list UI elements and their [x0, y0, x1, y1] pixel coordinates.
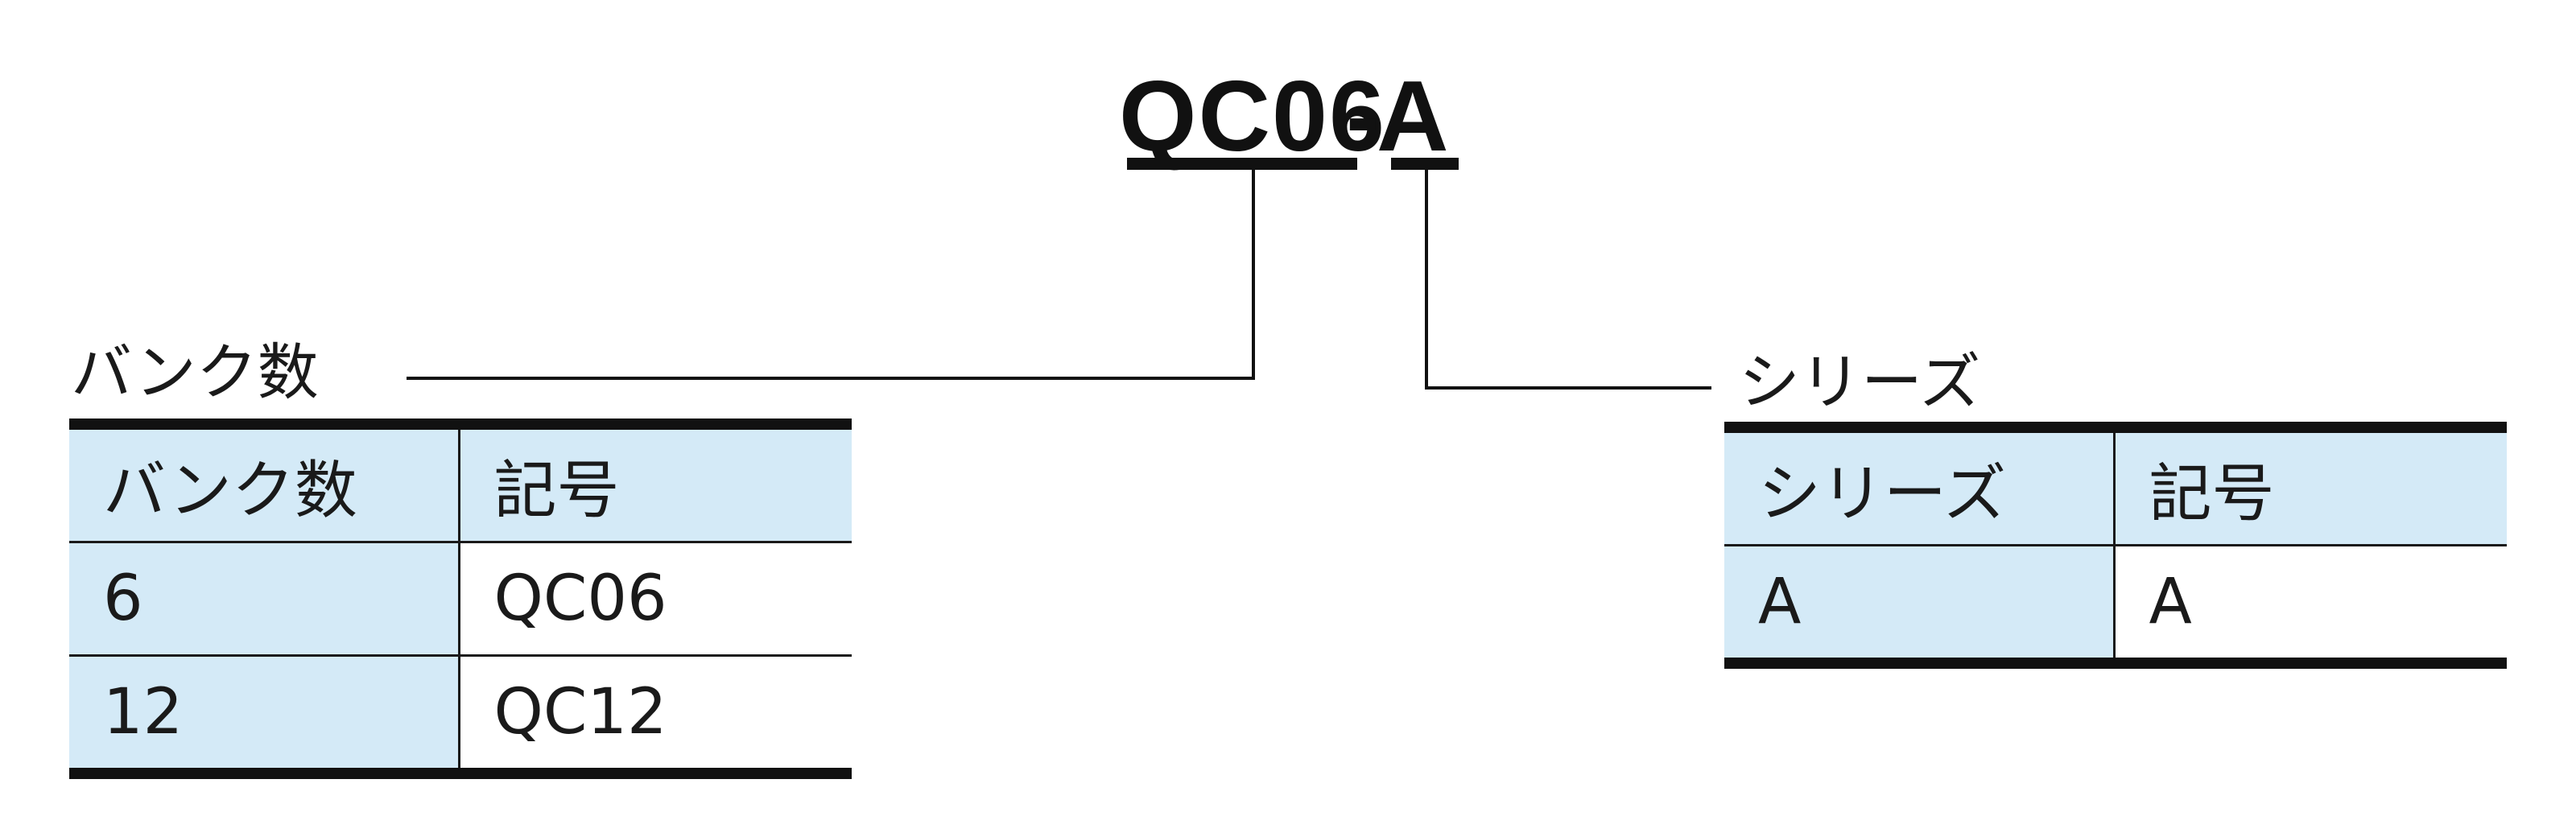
table-header-row: バンク数 記号	[69, 418, 852, 543]
table-row: A A	[1724, 545, 2507, 669]
bank-count-table: バンク数 記号 6 QC06 12 QC12	[69, 418, 852, 779]
model-code-segment-series: A	[1377, 61, 1451, 172]
model-code: QC06 - A	[1119, 56, 1489, 177]
table-row: 12 QC12	[69, 655, 852, 779]
model-code-segment-bank: QC06	[1119, 61, 1386, 172]
cell-symbol: QC06	[459, 542, 852, 657]
underline-series	[1391, 158, 1459, 170]
header-symbol: 記号	[459, 418, 852, 543]
leader-line-series	[1425, 169, 1711, 390]
table-header-row: シリーズ 記号	[1724, 422, 2507, 546]
series-label: シリーズ	[1739, 346, 1981, 418]
leader-line-bank	[407, 169, 1255, 380]
cell-bank-count: 12	[69, 655, 460, 779]
bank-count-label: バンク数	[71, 336, 319, 408]
table-row: 6 QC06	[69, 542, 852, 657]
header-series: シリーズ	[1724, 422, 2116, 546]
header-bank-count: バンク数	[69, 418, 460, 543]
cell-symbol: QC12	[459, 655, 852, 779]
header-symbol: 記号	[2114, 422, 2507, 546]
cell-series: A	[1724, 545, 2116, 669]
underline-bank	[1127, 158, 1357, 170]
cell-bank-count: 6	[69, 542, 460, 657]
series-table: シリーズ 記号 A A	[1724, 422, 2507, 669]
model-code-separator: -	[1346, 61, 1381, 172]
cell-symbol: A	[2114, 545, 2507, 669]
